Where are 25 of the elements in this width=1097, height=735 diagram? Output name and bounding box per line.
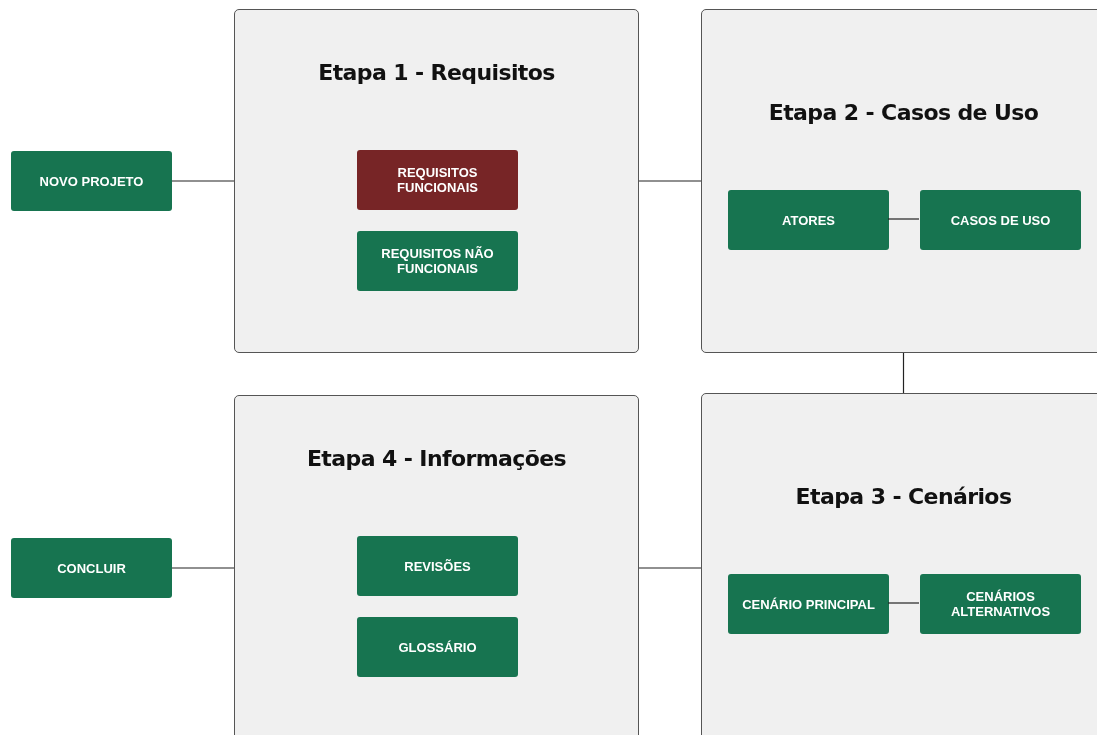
category-box: REQUISITOS FUNCIONAIS [357, 150, 518, 210]
category-box: REVISÕES [357, 536, 518, 596]
connector-line [887, 218, 920, 220]
connector-line [171, 180, 235, 182]
end-button: CONCLUIR [11, 538, 172, 598]
category-box: CENÁRIO PRINCIPAL [728, 574, 889, 634]
stage-panel [701, 393, 1097, 735]
category-box: CASOS DE USO [920, 190, 1081, 250]
stage-heading: Etapa 1 - Requisitos [317, 60, 556, 85]
start-button: NOVO PROJETO [11, 151, 172, 211]
category-box: CENÁRIOS ALTERNATIVOS [920, 574, 1081, 634]
connector-line [638, 180, 702, 182]
stage-heading: Etapa 3 - Cenários [794, 484, 1013, 509]
connector-line [902, 352, 905, 394]
stage-panel [234, 9, 639, 353]
connector-line [887, 602, 920, 604]
connector-line [171, 567, 235, 569]
connector-line [638, 567, 702, 569]
category-box: ATORES [728, 190, 889, 250]
stage-panel [234, 395, 639, 735]
stage-heading: Etapa 2 - Casos de Uso [767, 100, 1040, 125]
category-box: REQUISITOS NÃO FUNCIONAIS [357, 231, 518, 291]
stage-heading: Etapa 4 - Informações [305, 446, 568, 471]
category-box: GLOSSÁRIO [357, 617, 518, 677]
stage-panel [701, 9, 1097, 353]
